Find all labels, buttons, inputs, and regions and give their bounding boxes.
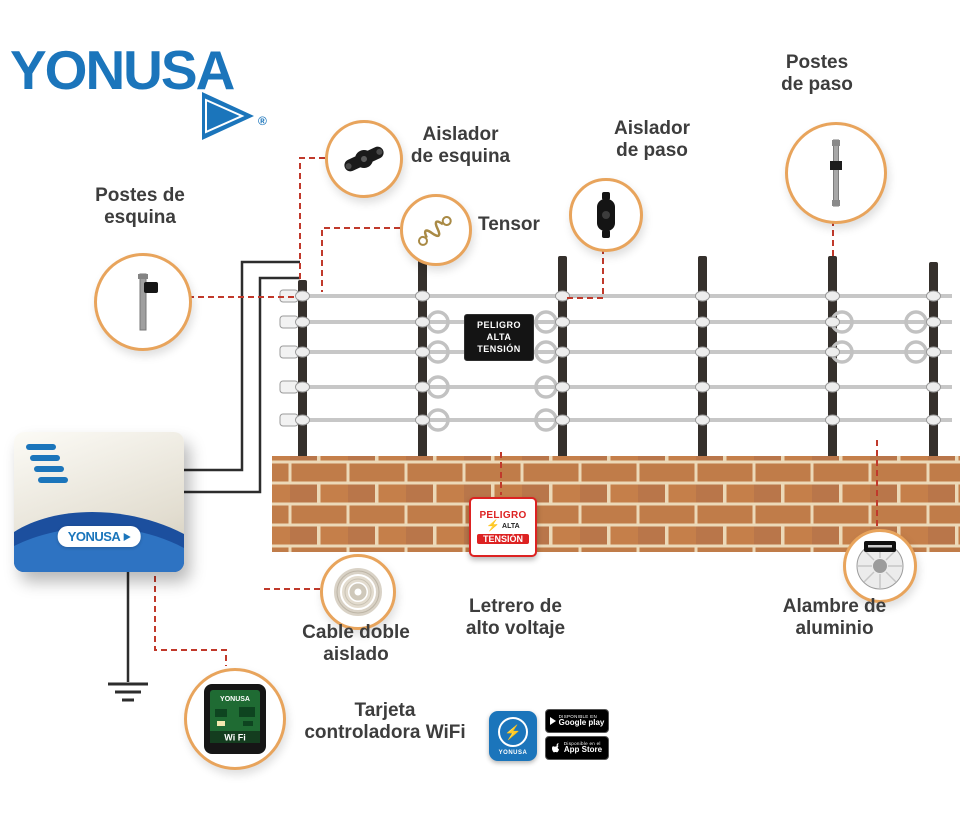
app-lightning-icon: ⚡ <box>498 716 528 747</box>
badge-store-name: App Store <box>563 745 603 755</box>
callout-connectors <box>154 157 878 666</box>
badge-top-text: DISPONIBLE EN <box>558 714 598 720</box>
power-cable-2 <box>180 276 300 494</box>
google-play-badge[interactable]: DISPONIBLE EN Google play <box>545 709 609 733</box>
led-indicator <box>38 477 68 483</box>
sign-line: PELIGRO <box>476 320 521 331</box>
badge-store-name: Google play <box>558 718 605 728</box>
label-cable-doble: Cable doble aislado <box>302 622 410 666</box>
yonusa-app-icon: ⚡ YONUSA <box>489 711 537 761</box>
callout-tensor <box>400 194 472 266</box>
label-letrero: Letrero de alto voltaje <box>465 596 566 640</box>
label-aislador-esquina: Aislador de esquina <box>410 124 511 168</box>
yonusa-logo-arrow-icon <box>202 92 254 140</box>
yonusa-logo-text: YONUSA <box>10 39 235 101</box>
brick-wall <box>272 456 960 552</box>
yonusa-logo: YONUSA ® <box>10 34 300 149</box>
fence-wires <box>284 294 952 422</box>
label-postes-paso: Postes de paso <box>781 52 853 96</box>
pass-insulator-icon <box>597 192 615 238</box>
callout-cable-doble <box>320 554 396 630</box>
led-indicator <box>34 466 64 472</box>
led-indicator <box>26 444 56 450</box>
high-voltage-sign-wall: PELIGRO ⚡ ALTA TENSIÓN <box>469 497 537 557</box>
callout-postes-esquina <box>94 253 192 351</box>
ground-symbol <box>108 682 148 702</box>
registered-mark: ® <box>258 114 267 128</box>
wifi-controller-card-icon: YONUSA Wi Fi <box>204 684 266 754</box>
label-tensor: Tensor <box>478 214 540 235</box>
sign-line: PELIGRO <box>479 510 527 521</box>
sign-line: ALTA <box>486 332 512 343</box>
callout-aislador-paso <box>569 178 643 252</box>
label-postes-esquina: Postes de esquina <box>95 185 185 229</box>
badge-top-text: Disponible en el <box>563 741 601 747</box>
sign-line: TENSIÓN <box>477 343 521 354</box>
high-voltage-sign-fence: PELIGRO ALTA TENSIÓN <box>464 314 534 361</box>
wifi-card-wifi-text: Wi Fi <box>224 733 245 743</box>
corner-post-icon <box>138 273 158 331</box>
tensor-icon <box>417 216 452 246</box>
led-indicators <box>26 444 68 483</box>
sign-line: TENSIÓN <box>476 534 529 544</box>
energizer-device: YONUSA <box>14 432 184 572</box>
apple-icon <box>551 742 561 754</box>
power-cable-1 <box>180 260 300 472</box>
device-brand-arrow-icon <box>123 532 131 541</box>
callout-aislador-esquina <box>325 120 403 198</box>
label-alambre: Alambre de aluminio <box>782 596 887 640</box>
led-indicator <box>30 455 60 461</box>
sign-line: ALTA <box>502 523 520 530</box>
wifi-card-brand-text: YONUSA <box>220 696 250 703</box>
device-brand-plate: YONUSA <box>57 526 141 547</box>
line-insulators <box>295 290 941 426</box>
wire-spool-icon <box>856 541 904 590</box>
app-icon-label: YONUSA <box>498 749 528 756</box>
callout-postes-paso <box>785 122 887 224</box>
pass-post-icon <box>830 139 842 207</box>
app-store-badge[interactable]: Disponible en el App Store <box>545 736 609 760</box>
callout-alambre <box>843 529 917 603</box>
label-tarjeta: Tarjeta controladora WiFi <box>304 700 466 744</box>
label-aislador-paso: Aislador de paso <box>613 118 691 162</box>
device-brand-text: YONUSA <box>67 529 121 544</box>
lightning-icon: ⚡ <box>486 520 501 532</box>
corner-insulator-icon <box>344 146 384 172</box>
corner-post-insulators <box>279 289 299 427</box>
callout-tarjeta-wifi: YONUSA Wi Fi <box>184 668 286 770</box>
play-store-icon <box>549 717 556 725</box>
cable-coil-icon <box>334 568 382 616</box>
